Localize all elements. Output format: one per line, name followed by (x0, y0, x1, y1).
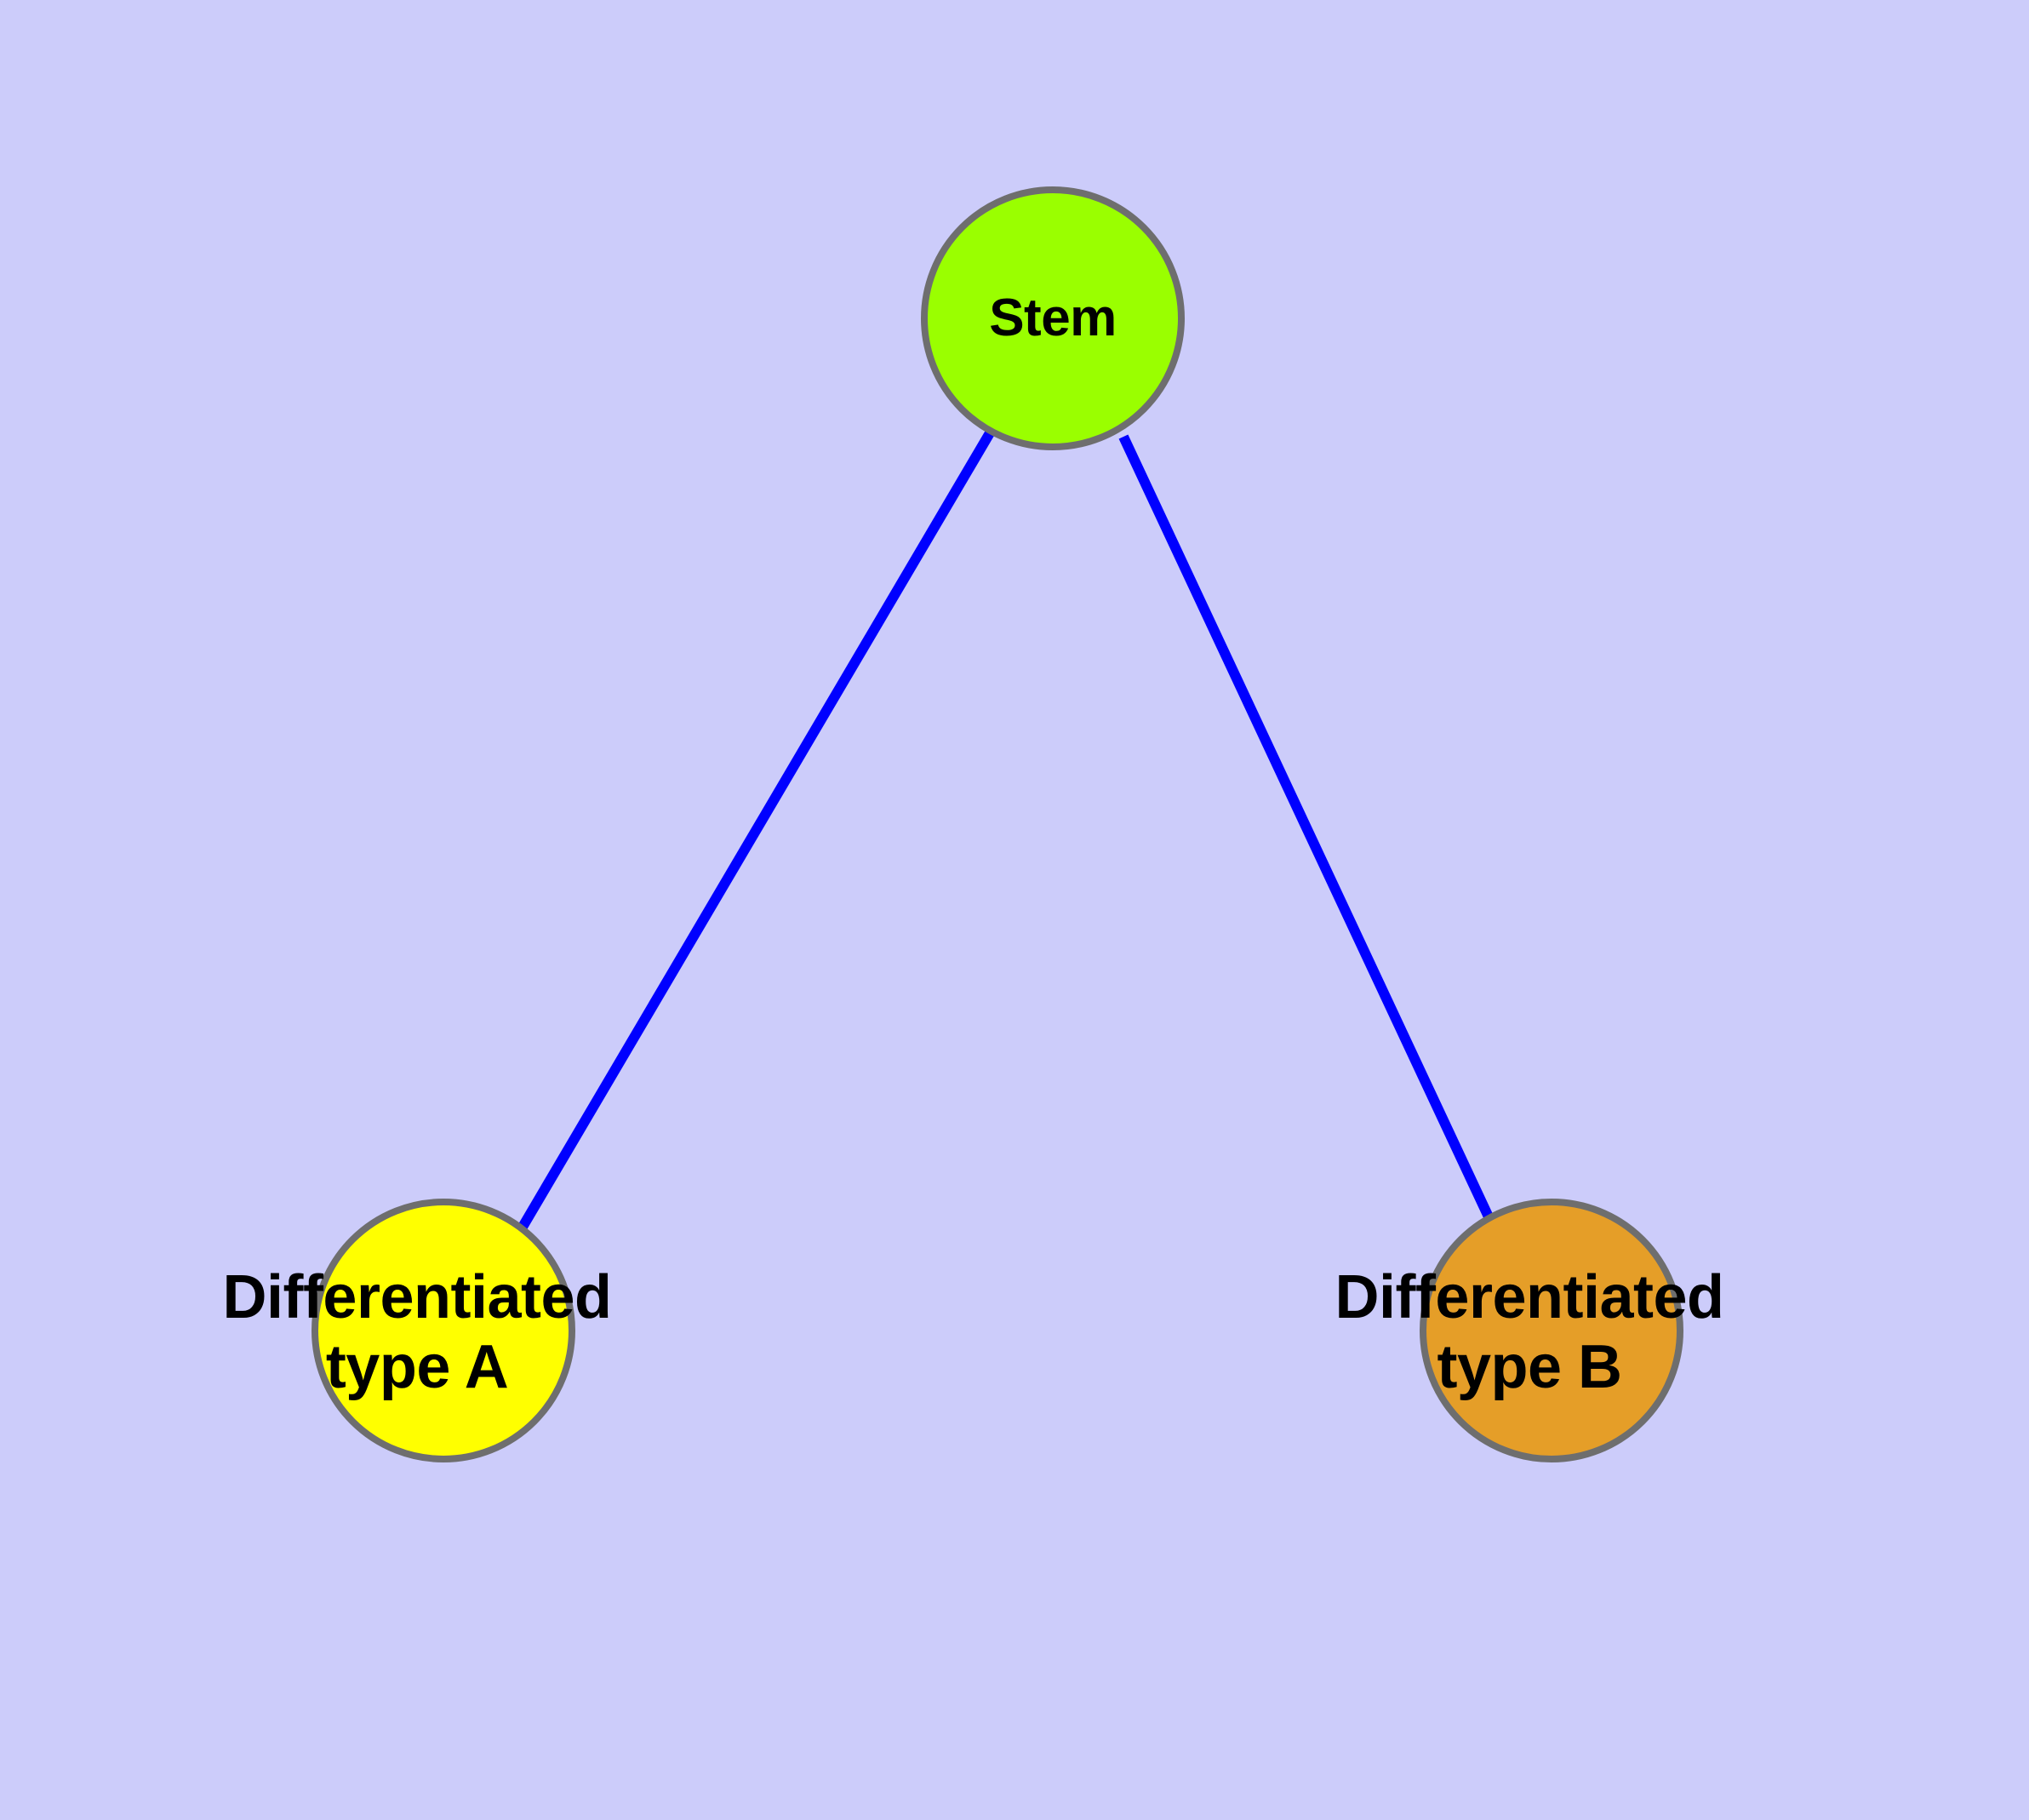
node-layer (311, 186, 1683, 1462)
node-circle-diff-a[interactable] (311, 1199, 575, 1462)
edge-stem-to-diff-a[interactable] (517, 428, 996, 1232)
node-circle-stem[interactable] (921, 186, 1185, 450)
edge-stem-to-diff-b[interactable] (1118, 434, 1497, 1227)
edge-layer (517, 428, 1497, 1232)
node-circle-diff-b[interactable] (1420, 1199, 1683, 1462)
